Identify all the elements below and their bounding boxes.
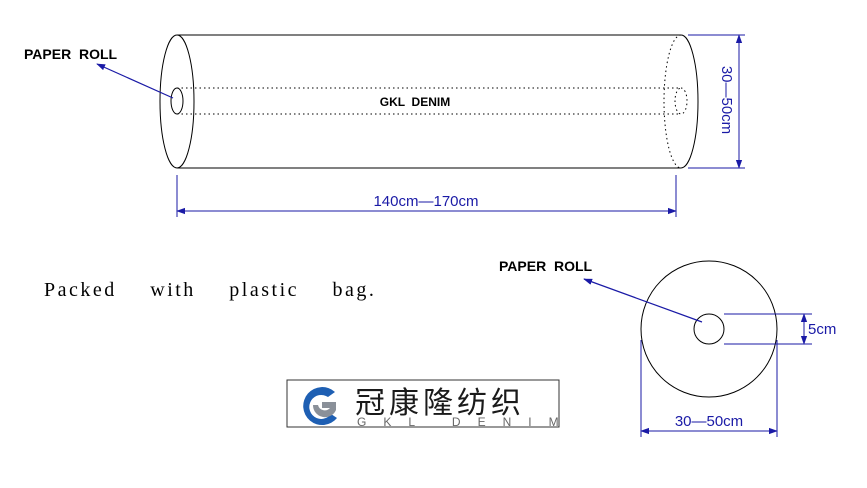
diameter-dimension-bottom: 30—50cm <box>640 340 778 437</box>
roll-right-face-hidden <box>663 34 682 169</box>
roll-side-view: GKL DENIM <box>159 34 699 169</box>
core-dim-label: 5cm <box>808 321 836 338</box>
logo-english-name: GKL DENIM <box>357 415 576 429</box>
paper-roll-label-top: PAPER ROLL <box>24 46 118 62</box>
packing-note: Packed with plastic bag. <box>44 279 376 301</box>
roll-right-face <box>680 34 699 169</box>
core-dimension: 5cm <box>724 313 836 345</box>
paper-roll-arrow-top <box>96 63 174 99</box>
core-hole-right-hidden <box>674 87 688 115</box>
length-dim-label: 140cm—170cm <box>373 193 478 210</box>
roll-end-view <box>640 260 778 398</box>
roll-core-circle <box>693 313 725 345</box>
diameter-dimension-side: 30—50cm <box>688 34 745 169</box>
length-dimension: 140cm—170cm <box>176 175 677 217</box>
core-hole-left <box>170 87 184 115</box>
diameter-dim-side-label: 30—50cm <box>718 66 735 134</box>
paper-roll-arrow-bottom <box>583 278 703 323</box>
logo-g-icon <box>303 387 337 426</box>
roll-text: GKL DENIM <box>380 95 450 109</box>
paper-roll-label-bottom: PAPER ROLL <box>499 258 593 274</box>
diameter-dim-bottom-label: 30—50cm <box>675 413 743 430</box>
logo-chinese-name: 冠康隆纺织 <box>355 386 525 421</box>
company-logo: 冠康隆纺织 GKL DENIM <box>286 379 576 429</box>
